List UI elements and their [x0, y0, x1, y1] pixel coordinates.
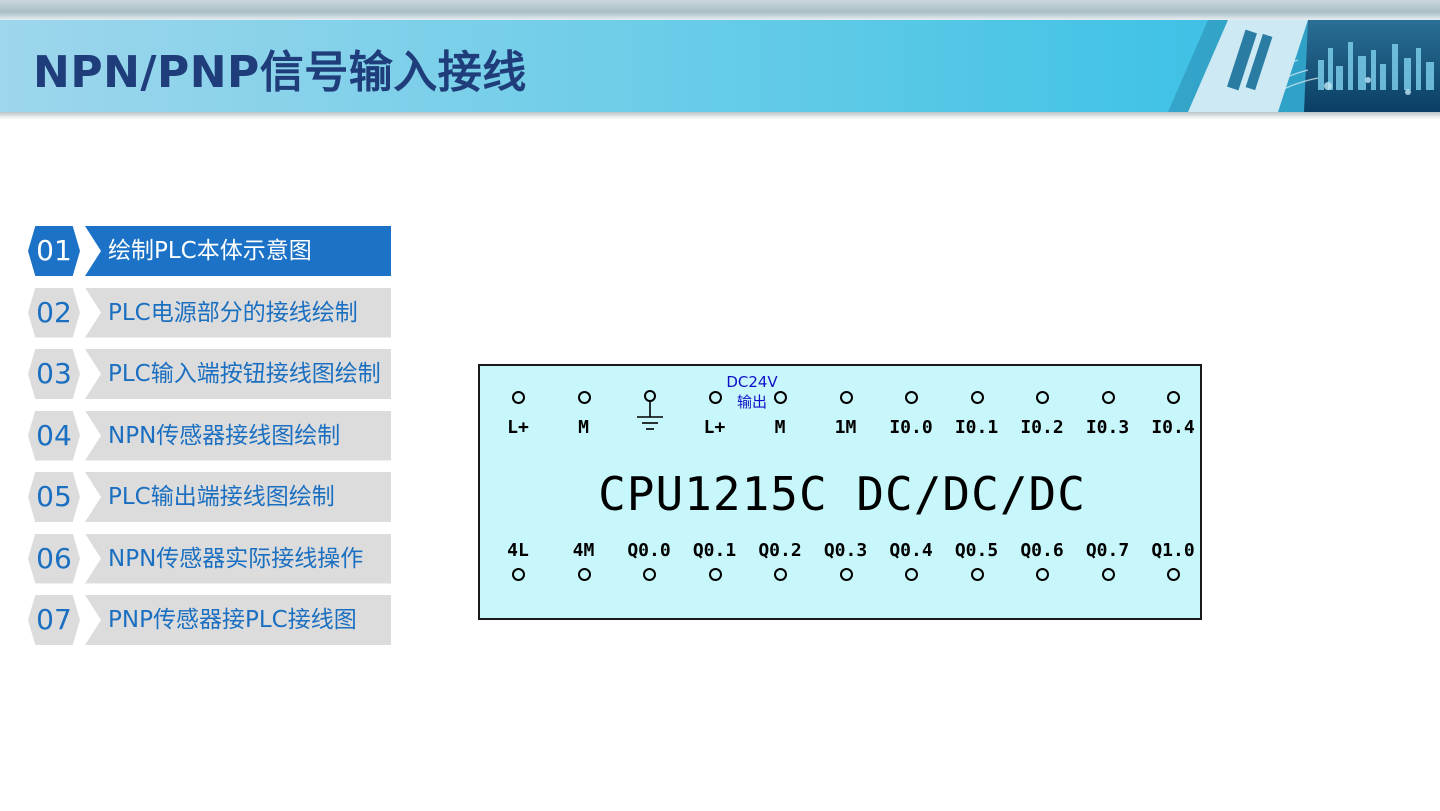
top-terminal-5: [774, 391, 787, 404]
menu-item-number: 01: [28, 226, 80, 276]
bottom-terminal-1: [512, 568, 525, 581]
bottom-terminal-label: Q0.0: [627, 540, 671, 561]
dc24v-label: DC24V: [726, 373, 778, 391]
bottom-terminal-label: Q0.4: [889, 540, 933, 561]
bottom-terminal-label: Q0.2: [758, 540, 802, 561]
bottom-terminal-10: [1101, 568, 1115, 581]
plc-body-diagram: DC24V 输出 CPU1215C DC/DC/DC L+ M L+ M 1M I0.0 I…: [478, 364, 1202, 620]
bottom-terminal-3: [643, 568, 656, 581]
bottom-terminal-11: [1167, 568, 1180, 581]
top-terminal-label: I0.3: [1085, 417, 1130, 438]
top-terminal-label: 1M: [834, 417, 857, 438]
header-top-strip: [0, 0, 1440, 20]
menu-item-label: PLC输入端按钮接线图绘制: [85, 349, 391, 399]
top-terminal-8: [970, 391, 984, 404]
header-decoration-image: [1168, 20, 1440, 112]
bottom-terminal-7: [905, 568, 918, 581]
top-terminal-label: L+: [507, 417, 529, 438]
top-terminal-4: [708, 391, 722, 404]
top-terminal-label: M: [774, 417, 786, 438]
menu-item-number: 07: [28, 595, 80, 645]
bottom-terminal-2: [577, 568, 591, 581]
ground-icon: [637, 390, 663, 430]
top-terminal-label: I0.4: [1151, 417, 1195, 438]
top-terminal-9: [1036, 391, 1049, 404]
top-terminal-10: [1101, 391, 1115, 404]
top-terminal-7: [905, 391, 918, 404]
menu-item-label: 绘制PLC本体示意图: [85, 226, 391, 276]
output-label: 输出: [736, 393, 767, 411]
bottom-terminal-label: Q0.7: [1085, 540, 1130, 561]
bottom-terminal-label: Q1.0: [1151, 540, 1195, 561]
bottom-terminal-9: [1036, 568, 1049, 581]
menu-item-number: 06: [28, 533, 80, 584]
bottom-terminal-label: 4L: [507, 540, 529, 561]
top-terminal-label: L+: [703, 417, 726, 438]
bottom-terminal-label: 4M: [572, 540, 595, 561]
menu-item-number: 02: [28, 287, 80, 338]
bottom-terminal-label: Q0.5: [954, 540, 999, 561]
top-terminal-11: [1167, 391, 1180, 404]
bottom-terminal-5: [774, 568, 787, 581]
bottom-terminal-6: [839, 568, 853, 581]
top-terminal-label: I0.0: [889, 417, 933, 438]
top-terminal-1: [512, 391, 525, 404]
page-title: NPN/PNP信号输入接线: [33, 47, 527, 98]
menu-item-label: PNP传感器接PLC接线图: [85, 595, 391, 645]
header-shadow: [0, 112, 1440, 120]
menu-item-label: NPN传感器接线图绘制: [85, 410, 391, 461]
bottom-terminal-8: [970, 568, 984, 581]
bottom-terminal-label: Q0.3: [823, 540, 868, 561]
bottom-terminal-label: Q0.6: [1020, 540, 1064, 561]
menu-item-number: 04: [28, 410, 80, 461]
menu-item-number: 05: [28, 472, 80, 522]
top-terminal-label: I0.1: [954, 417, 999, 438]
top-terminal-label: I0.2: [1020, 417, 1064, 438]
top-terminal-6: [839, 391, 853, 404]
plc-model-name: CPU1215C DC/DC/DC: [598, 467, 1086, 521]
menu-item-label: NPN传感器实际接线操作: [85, 533, 391, 584]
top-terminal-2: [577, 391, 591, 404]
top-terminal-label: M: [578, 417, 589, 438]
menu-item-label: PLC电源部分的接线绘制: [85, 287, 391, 338]
bottom-terminal-label: Q0.1: [692, 540, 737, 561]
menu-item-number: 03: [28, 349, 80, 399]
menu-item-label: PLC输出端接线图绘制: [85, 472, 391, 522]
bottom-terminal-4: [708, 568, 722, 581]
dc24v-output-note: DC24V 输出: [722, 372, 782, 412]
